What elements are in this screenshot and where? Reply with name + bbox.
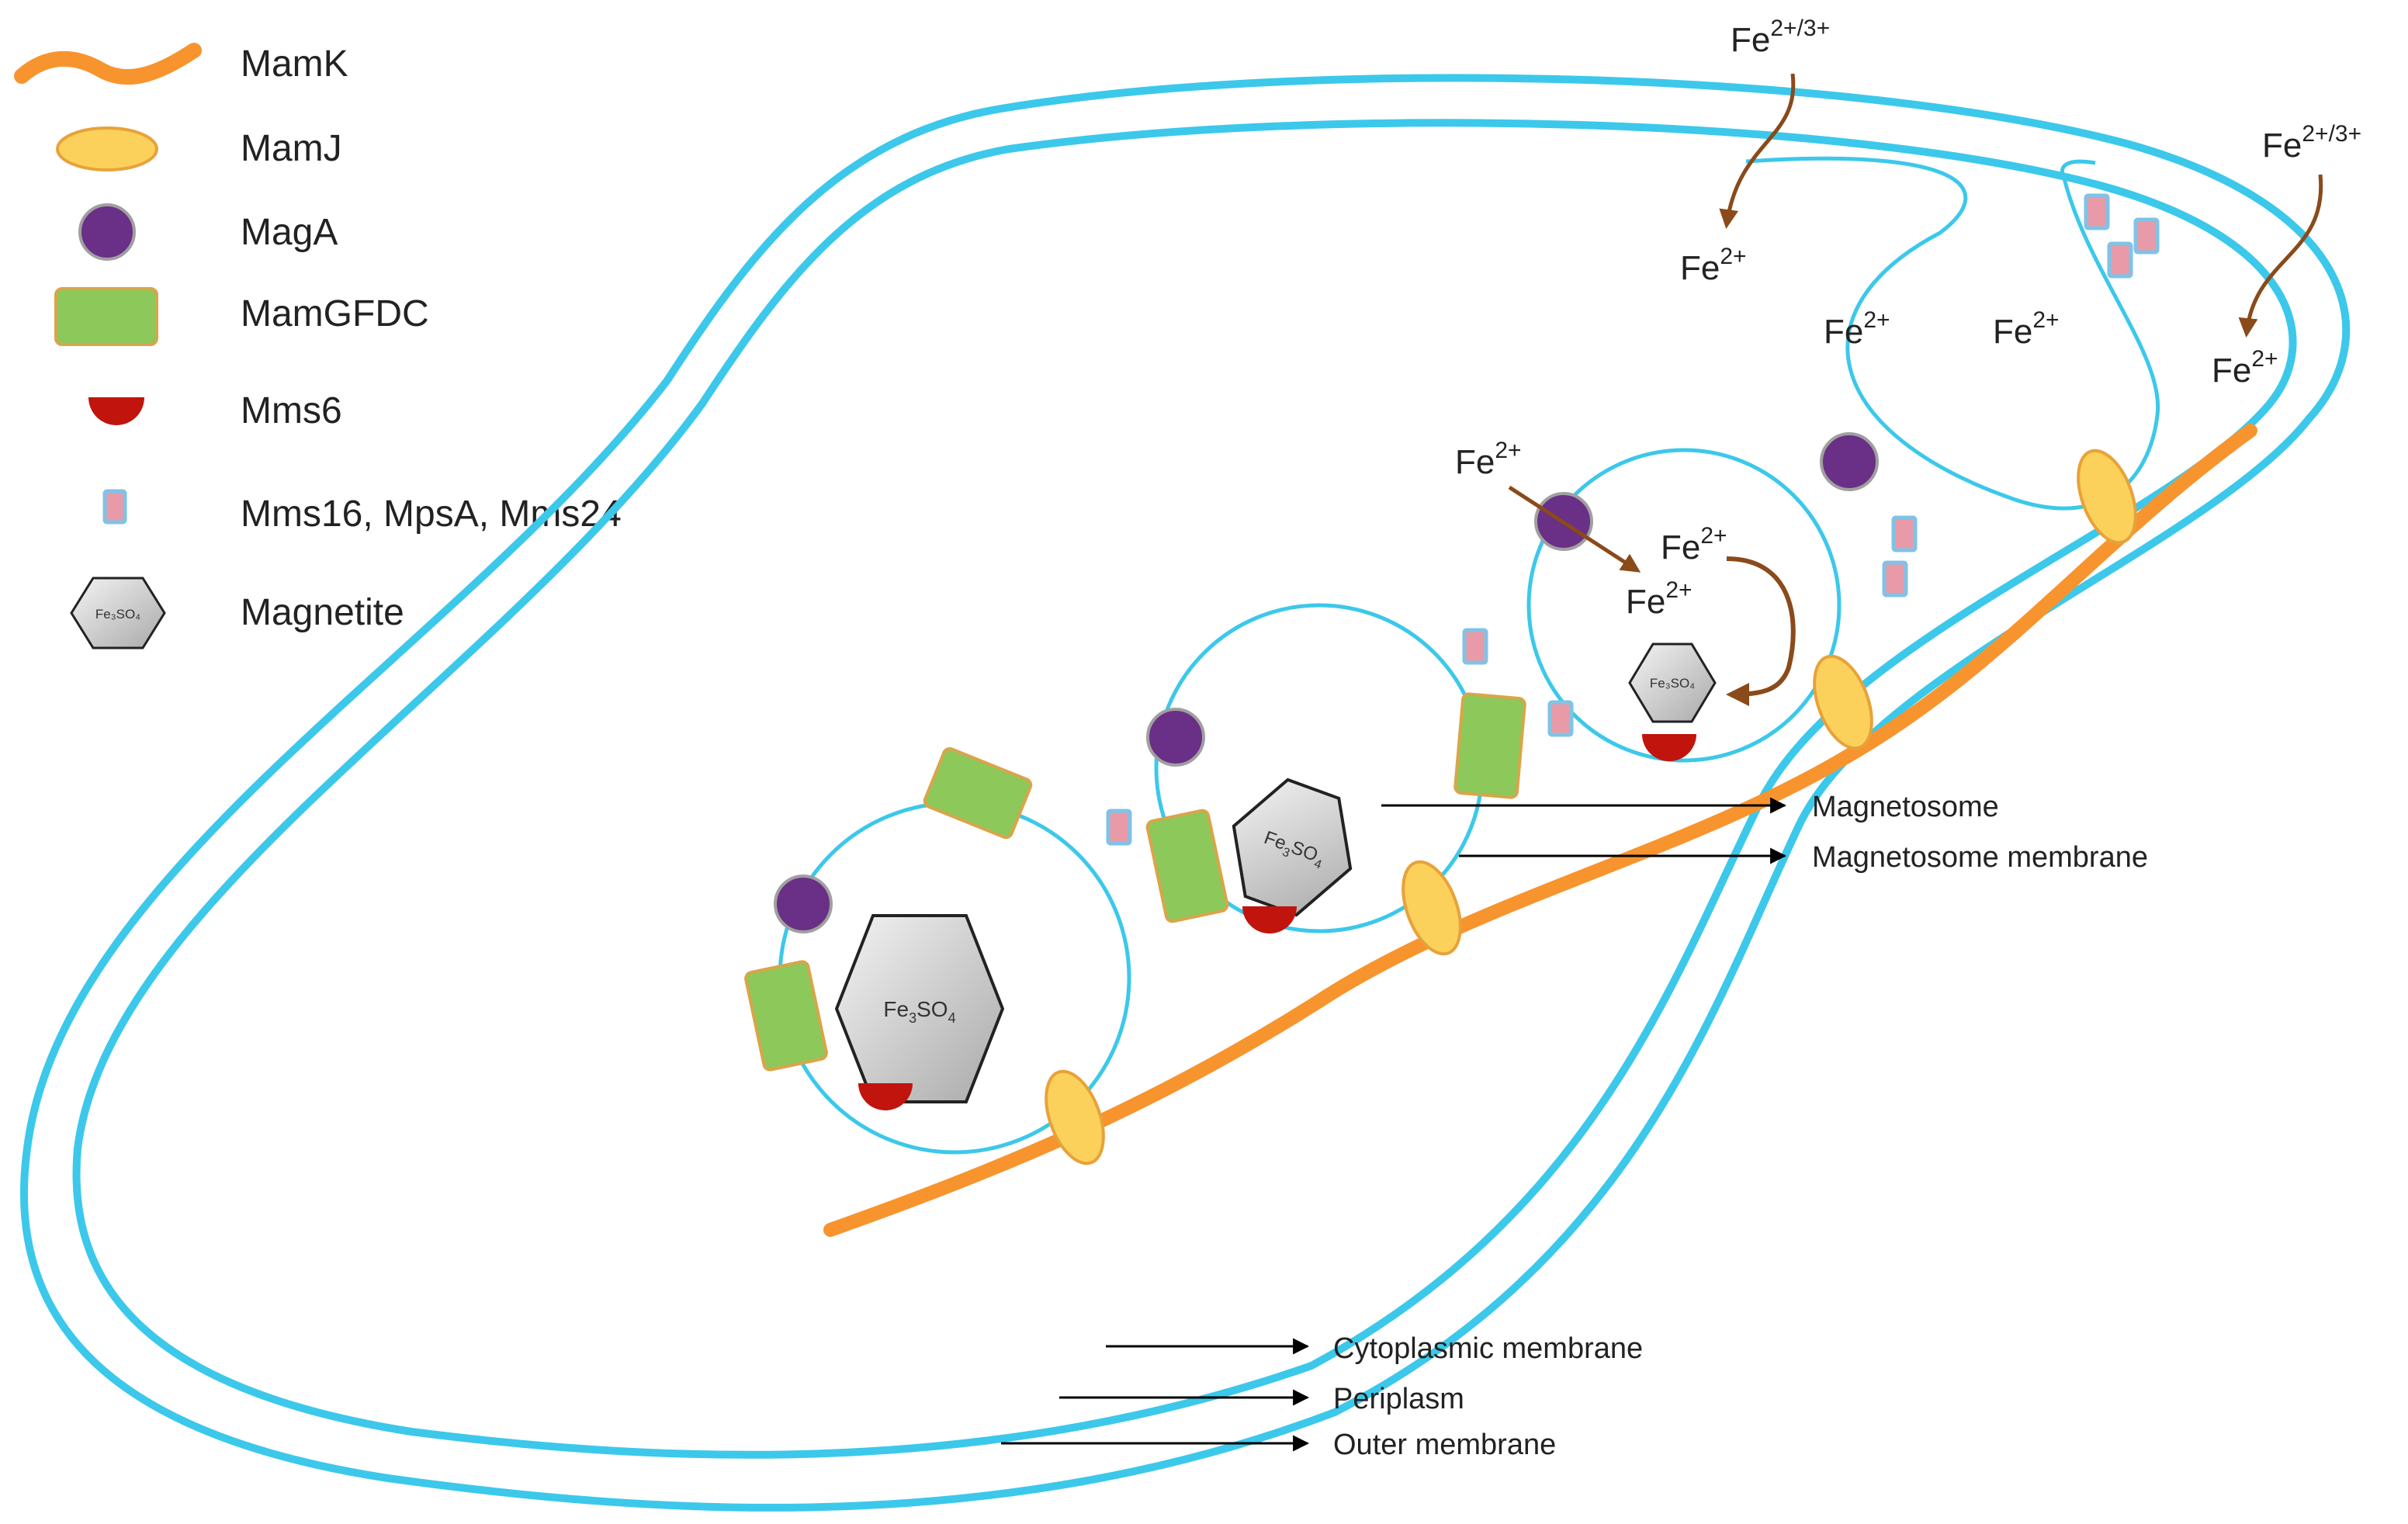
magnetite-crystal-large: Fe3SO4 (834, 914, 1005, 1103)
mms6-protein (858, 1083, 913, 1110)
mms16-protein (2133, 217, 2160, 255)
svg-text:Fe3SO4: Fe3SO4 (883, 997, 955, 1026)
yellow-ellipse-icon (56, 126, 158, 171)
maga-protein (1146, 708, 1205, 767)
fe-ion-label: Fe2+ (1455, 438, 1522, 481)
legend-label-mms6: Mms6 (241, 390, 342, 431)
maga-protein (774, 875, 833, 933)
pink-square-icon (102, 489, 127, 525)
mamgfdc-protein (1145, 809, 1229, 923)
membrane-invaginations (1745, 156, 2160, 511)
fe-ion-label: Fe2+ (2212, 346, 2278, 390)
mms16-protein (1891, 515, 1918, 552)
mms6-proteins (858, 734, 1696, 1110)
mms16-protein (2084, 193, 2110, 230)
legend-label-maga: MagA (241, 212, 338, 253)
mamj-protein (1401, 860, 1462, 956)
fe-ion-label: Fe2+ (1626, 577, 1693, 621)
cytoplasmic-membrane-callout: Cytoplasmic membrane (1333, 1332, 1643, 1365)
legend-item-mamk: MamK (14, 43, 348, 85)
legend-label-mamgfdc: MamGFDC (241, 293, 429, 334)
callouts: Magnetosome Magnetosome membrane Cytopla… (1001, 791, 2148, 1461)
legend-item-magnetite: Fe₃SO₄ Magnetite (70, 577, 404, 649)
mms6-protein (1242, 906, 1297, 933)
fe-ion-label: Fe2+/3+ (2262, 121, 2361, 165)
magnetosome-callout: Magnetosome (1812, 791, 1999, 823)
legend-label-magnetite: Magnetite (241, 592, 404, 633)
mamj-protein (1045, 1069, 1105, 1166)
periplasm-callout: Periplasm (1333, 1383, 1464, 1415)
legend-item-mms6: Mms6 (88, 390, 342, 431)
mms16-protein (2107, 241, 2133, 279)
mamj-protein (2077, 449, 2137, 545)
legend-item-maga: MagA (78, 203, 338, 261)
magnetite-crystal-medium: Fe3SO4 (1232, 778, 1353, 917)
fe-uptake-arrow (2238, 174, 2323, 338)
mms16-proteins (1106, 193, 2160, 846)
outer-membrane (19, 74, 2351, 1512)
mamgfdc-proteins (744, 692, 1526, 1072)
mms16-protein (1462, 628, 1488, 665)
mamj-protein (1813, 654, 1873, 750)
fe-ion-label: Fe2+ (1993, 307, 2060, 351)
fe-entry-arrow (1508, 485, 1641, 573)
mamgfdc-protein (744, 960, 828, 1072)
invagination-left (1745, 156, 2160, 511)
fe-ion-label: Fe2+ (1661, 523, 1727, 566)
mms6-protein (1642, 734, 1696, 761)
maga-proteins (774, 432, 1879, 933)
svg-text:Fe₃SO₄: Fe₃SO₄ (1650, 676, 1695, 691)
mms16-protein (1106, 809, 1132, 846)
mms16-protein (1882, 560, 1908, 597)
fe-ion-label: Fe2+/3+ (1731, 16, 1830, 59)
legend-label-mamk: MamK (241, 43, 348, 85)
magnetite-crystal-small: Fe₃SO₄ (1628, 643, 1717, 723)
magnetite-crystals: Fe3SO4 Fe3SO4 Fe₃SO₄ (834, 643, 1717, 1103)
maga-protein (1820, 432, 1879, 491)
legend-label-mamj: MamJ (241, 128, 342, 169)
legend-item-mamgfdc: MamGFDC (54, 287, 429, 346)
legend: MamK MamJ MagA MamGFDC Mms6 Mms16, MpsA,… (14, 43, 622, 649)
cell-envelope (19, 74, 2351, 1512)
green-rectangle-icon (54, 287, 158, 346)
mamgfdc-protein (923, 746, 1033, 840)
mamj-proteins (1045, 449, 2137, 1166)
legend-item-mamj: MamJ (56, 126, 342, 171)
fe-uptake-arrow (1719, 73, 1796, 229)
orange-filament-icon (14, 43, 202, 85)
outer-membrane-callout: Outer membrane (1333, 1429, 1556, 1461)
fe-deposit-arrow (1726, 556, 1796, 706)
magnetosome-membrane-callout: Magnetosome membrane (1812, 841, 2148, 874)
mms16-protein (1547, 700, 1574, 737)
mamgfdc-protein (1453, 692, 1526, 799)
red-half-circle-icon (88, 397, 144, 425)
fe-ion-label: Fe2+ (1680, 244, 1747, 287)
fe-ion-label: Fe2+ (1824, 307, 1890, 351)
hexagon-icon-label: Fe₃SO₄ (95, 607, 140, 622)
purple-circle-icon (78, 203, 136, 261)
hexagon-icon (70, 577, 166, 649)
magnetosome-vesicle-3 (1526, 448, 1842, 763)
iron-transport: Fe2+/3+ Fe2+ Fe2+/3+ Fe2+ Fe2+ Fe2+ Fe2+… (1455, 16, 2361, 706)
cytoplasmic-membrane (72, 119, 2297, 1459)
